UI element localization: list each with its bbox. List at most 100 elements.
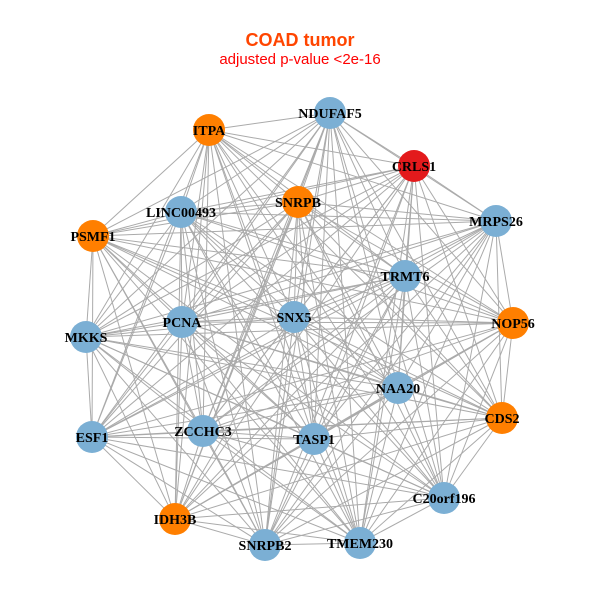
- edge: [404, 275, 503, 419]
- edge: [313, 438, 361, 544]
- edge: [208, 129, 299, 203]
- edge: [180, 112, 331, 213]
- node-circle: [278, 301, 310, 333]
- node-zcchc3: ZCCHC3: [174, 415, 232, 447]
- edge: [92, 235, 361, 544]
- node-idh3b: IDH3B: [154, 503, 196, 535]
- edge: [202, 220, 497, 432]
- edge: [181, 201, 299, 323]
- node-label: ITPA: [193, 124, 226, 139]
- node-circle: [159, 503, 191, 535]
- edge: [313, 417, 503, 440]
- node-snrpb2: SNRPB2: [239, 529, 292, 561]
- node-circle: [428, 482, 460, 514]
- edge: [202, 316, 295, 432]
- node-circle: [382, 372, 414, 404]
- node-label: ESF1: [76, 431, 109, 446]
- edge: [359, 275, 406, 544]
- node-tasp1: TASP1: [293, 423, 335, 455]
- edge: [91, 387, 399, 438]
- edge: [180, 211, 361, 544]
- edge: [91, 436, 176, 520]
- node-snrpb: SNRPB: [275, 186, 321, 218]
- node-ndufaf5: NDUFAF5: [298, 97, 362, 129]
- edge: [180, 201, 299, 213]
- edge: [85, 336, 399, 389]
- node-itpa: ITPA: [193, 114, 226, 146]
- edge: [181, 316, 295, 323]
- edge: [181, 165, 415, 323]
- edge: [208, 129, 361, 544]
- node-label: NAA20: [376, 382, 420, 397]
- edge: [180, 211, 503, 419]
- edge: [397, 275, 406, 389]
- node-label: CDS2: [484, 412, 519, 427]
- node-circle: [389, 260, 421, 292]
- edge: [180, 211, 295, 318]
- edge: [202, 430, 361, 544]
- edge: [443, 220, 497, 499]
- node-psmf1: PSMF1: [70, 220, 116, 252]
- node-circle: [193, 114, 225, 146]
- edge: [181, 321, 266, 546]
- edge: [85, 336, 266, 546]
- node-circle: [166, 306, 198, 338]
- node-pcna: PCNA: [163, 306, 202, 338]
- edge: [181, 321, 503, 419]
- node-label: TASP1: [293, 433, 335, 448]
- node-label: SNRPB2: [239, 539, 292, 554]
- edge: [91, 112, 331, 438]
- edge: [359, 387, 399, 544]
- edge: [85, 235, 94, 338]
- node-mkks: MKKS: [65, 321, 108, 353]
- edge: [293, 316, 514, 324]
- edge: [397, 387, 503, 419]
- edge: [293, 316, 503, 419]
- edge: [181, 275, 406, 323]
- edge: [293, 112, 331, 318]
- edge: [208, 129, 295, 318]
- edge: [91, 129, 210, 438]
- node-linc00493: LINC00493: [146, 196, 216, 228]
- edge: [202, 430, 445, 499]
- edge: [85, 336, 93, 438]
- edge: [202, 430, 315, 440]
- edge: [404, 220, 497, 277]
- edge: [91, 165, 415, 438]
- edge: [92, 235, 399, 389]
- edge: [85, 275, 406, 338]
- node-label: SNRPB: [275, 196, 321, 211]
- edge: [85, 336, 503, 419]
- edge: [293, 201, 299, 318]
- edge: [180, 211, 266, 546]
- edge: [297, 201, 399, 389]
- nodes: NDUFAF5ITPACRLS1SNRPBLINC00493MRPS26PSMF…: [65, 97, 535, 561]
- edge: [359, 165, 415, 544]
- edge: [85, 201, 299, 338]
- edge: [208, 129, 497, 222]
- edge: [92, 235, 406, 277]
- node-circle: [77, 220, 109, 252]
- edge: [174, 220, 497, 520]
- edge: [202, 387, 399, 432]
- edge: [91, 430, 204, 438]
- node-label: LINC00493: [146, 206, 216, 221]
- node-trmt6: TRMT6: [381, 260, 430, 292]
- edge: [91, 322, 514, 438]
- node-circle: [497, 307, 529, 339]
- edge: [313, 275, 406, 440]
- edge: [174, 438, 315, 520]
- edge: [297, 201, 445, 499]
- node-label: TRMT6: [381, 270, 430, 285]
- node-circle: [344, 527, 376, 559]
- node-tmem230: TMEM230: [327, 527, 393, 559]
- edge: [264, 201, 299, 546]
- edge: [91, 321, 183, 438]
- node-naa20: NAA20: [376, 372, 420, 404]
- edge: [91, 211, 182, 438]
- edge: [413, 165, 445, 499]
- edge: [174, 211, 182, 520]
- edge: [92, 112, 331, 237]
- edge: [181, 321, 361, 544]
- edge: [297, 201, 406, 277]
